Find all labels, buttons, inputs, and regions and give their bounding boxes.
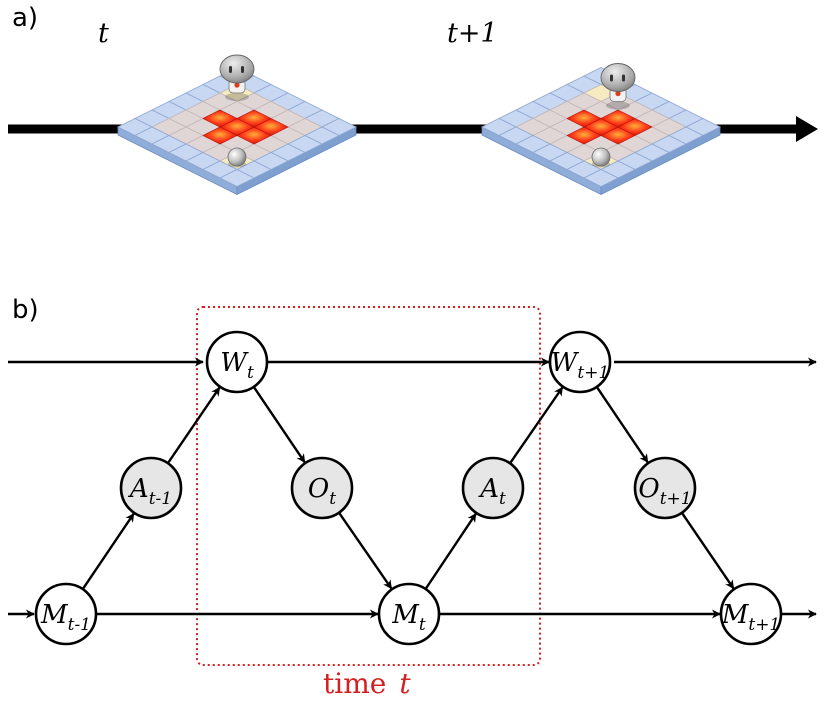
hot-tile [236, 126, 272, 145]
node-label-main: A [478, 474, 499, 504]
time-slice-label-word: time [323, 667, 386, 700]
node-circle [34, 582, 98, 646]
robot-head [219, 54, 255, 84]
node-circle [633, 456, 697, 520]
robot [600, 63, 636, 110]
edge-A_t-to-W_t+1 [509, 386, 564, 464]
robot-eye [241, 66, 244, 73]
node-label-main: O [308, 474, 329, 504]
node-label-sub: t [499, 489, 506, 509]
node-label-main: M [721, 600, 750, 630]
edge-W_t-to-O_t [252, 386, 306, 464]
time-slice-label-var: t [399, 667, 411, 700]
grid-world-board-t-plus-1 [480, 63, 722, 196]
hot-tile [202, 126, 238, 145]
node-label: Ot+1 [638, 474, 691, 509]
node-circle [461, 456, 525, 520]
node-label: At [478, 474, 506, 509]
node-label-main: M [391, 600, 420, 630]
ball [591, 147, 611, 167]
edge-M_t-to-A_t [424, 513, 477, 590]
node-O_t+1: Ot+1 [633, 456, 697, 520]
node-label-sub: t-1 [149, 489, 172, 509]
node-M_t+1: Mt+1 [719, 582, 783, 646]
node-circle [377, 582, 441, 646]
robot [219, 54, 255, 101]
hot-tile [600, 126, 636, 145]
node-label: Ot [308, 474, 336, 509]
hot-tile [566, 126, 602, 145]
node-label-main: A [128, 474, 149, 504]
node-A_t-1: At-1 [119, 456, 183, 520]
node-label: Mt+1 [721, 600, 781, 635]
node-circle [205, 330, 269, 394]
robot-eye [610, 74, 613, 82]
node-circle [290, 456, 354, 520]
node-label-main: M [40, 600, 69, 630]
node-label-main: W [220, 348, 249, 378]
graph-edges [81, 357, 735, 619]
node-label: Wt [220, 348, 254, 383]
node-M_t-1: Mt-1 [34, 582, 98, 646]
node-A_t: At [461, 456, 525, 520]
node-label-sub: t+1 [748, 615, 780, 635]
edge-W_t+1-to-O_t+1 [595, 386, 649, 464]
node-label-main: O [638, 474, 659, 504]
frame-label-t-plus-1: t+1 [447, 18, 498, 49]
node-label: Mt [391, 600, 426, 635]
node-label-sub: t+1 [577, 363, 609, 383]
edge-O_t+1-to-M_t+1 [680, 512, 735, 590]
node-W_t: Wt [205, 330, 269, 394]
time-slice-box [196, 306, 541, 666]
wall-tile [582, 168, 620, 188]
robot-eye [622, 74, 625, 82]
node-label-sub: t [329, 489, 336, 509]
node-label-sub: t-1 [68, 615, 91, 635]
node-circle [119, 456, 183, 520]
robot-head [600, 63, 636, 92]
time-slice-label: time t [323, 667, 411, 700]
node-O_t: Ot [290, 456, 354, 520]
node-label-main: W [551, 348, 580, 378]
node-W_t+1: Wt+1 [548, 330, 612, 394]
node-M_t: Mt [377, 582, 441, 646]
node-label: At-1 [128, 474, 172, 509]
panel-a-label: a) [12, 3, 38, 33]
ball [227, 147, 247, 167]
wall-tile [218, 168, 256, 188]
edge-A_t-1-to-W_t [166, 386, 221, 464]
node-label-sub: t+1 [660, 489, 692, 509]
node-label-sub: t [419, 615, 426, 635]
node-label: Mt-1 [40, 600, 91, 635]
node-label: Wt+1 [551, 348, 610, 383]
node-label-sub: t [247, 363, 254, 383]
frame-label-t: t [98, 18, 109, 49]
edge-O_t-to-M_t [338, 512, 393, 590]
panel-b-label: b) [12, 295, 39, 325]
robot-eye [229, 66, 232, 73]
node-circle [719, 582, 783, 646]
grid-world-board-t [116, 54, 358, 196]
node-circle [548, 330, 612, 394]
edge-M_t-1-to-A_t-1 [81, 512, 135, 590]
